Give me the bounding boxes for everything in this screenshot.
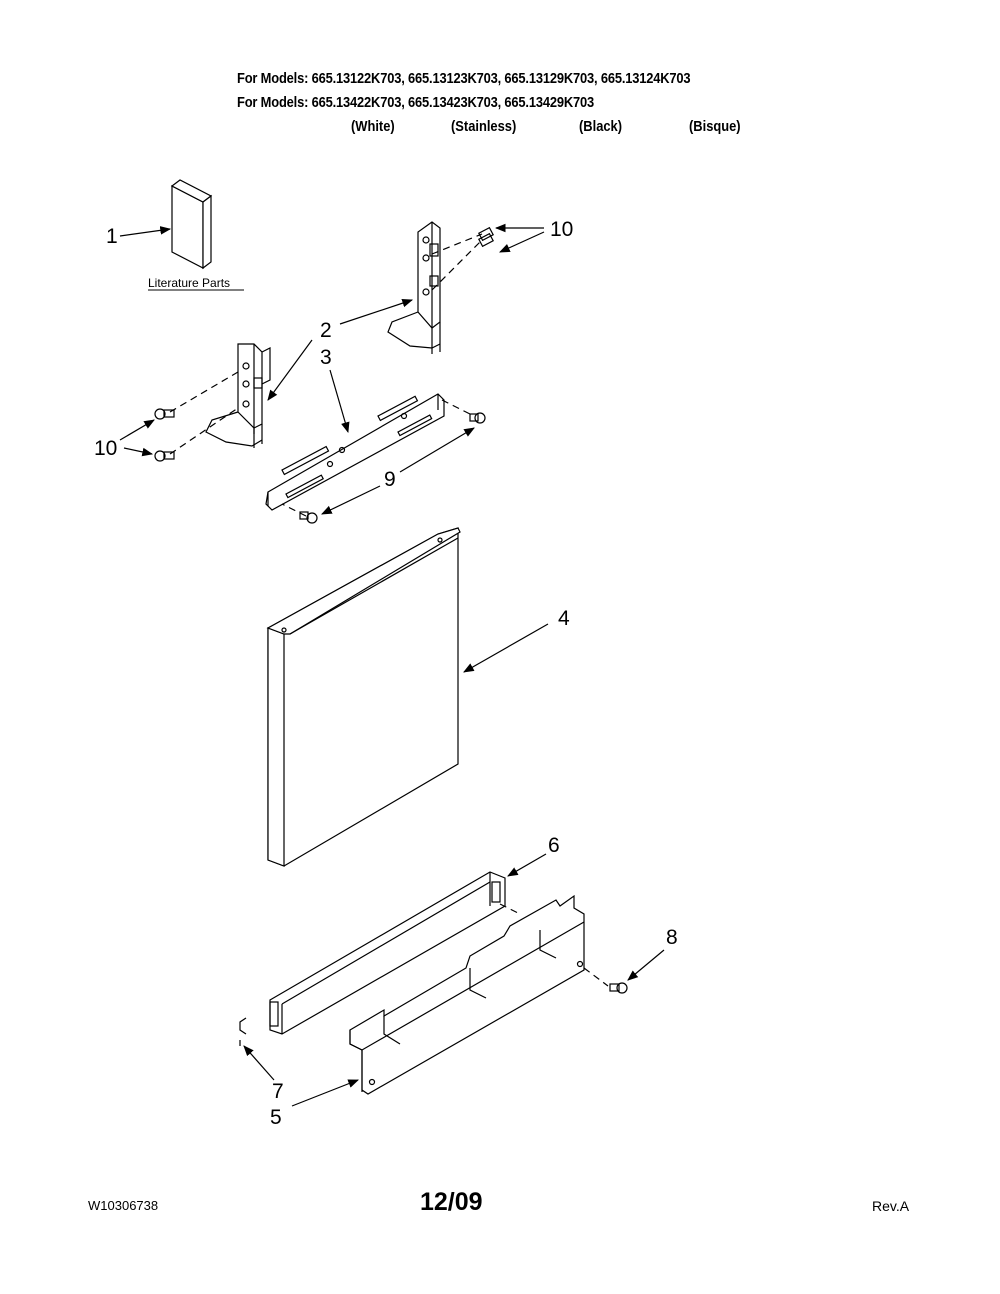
models-line-1: For Models: 665.13122K703, 665.13123K703… [237, 70, 691, 87]
leader-2-right [339, 298, 414, 325]
leader-6 [507, 853, 547, 877]
leader-1 [119, 226, 172, 237]
revision-label: Rev.A [872, 1198, 910, 1214]
screw-left-1 [154, 408, 175, 420]
color-stainless: (Stainless) [451, 118, 517, 135]
screw-plate-left [299, 511, 318, 524]
callout-9: 9 [384, 468, 396, 491]
callout-2: 2 [320, 319, 332, 342]
color-bisque: (Bisque) [689, 118, 741, 135]
leader-4 [463, 623, 549, 673]
screw-left-2 [154, 450, 175, 462]
screw-bracket [609, 982, 628, 994]
toe-kick-bracket [349, 894, 585, 1095]
assembly-guide-lines [169, 233, 609, 987]
clip [239, 1017, 247, 1046]
leader-9-right [399, 427, 475, 473]
revision-date: 12/09 [420, 1188, 483, 1216]
callout-4: 4 [558, 607, 570, 630]
leader-9-left [321, 485, 381, 515]
callout-5: 5 [270, 1106, 282, 1129]
door-panel [266, 527, 461, 867]
leader-5 [291, 1079, 360, 1107]
callout-1: 1 [106, 225, 118, 248]
literature-parts-booklet [170, 179, 213, 270]
hinge-bracket-left [205, 343, 271, 448]
part-number: W10306738 [88, 1198, 159, 1213]
leader-7 [243, 1045, 275, 1081]
literature-parts-label: Literature Parts [148, 276, 230, 290]
models-line-2: For Models: 665.13422K703, 665.13423K703… [237, 94, 595, 111]
leader-10-left-1 [119, 419, 155, 441]
callout-7: 7 [272, 1080, 284, 1103]
hinge-support-plate [265, 393, 445, 511]
hinge-bracket-right [387, 221, 441, 354]
callout-3: 3 [320, 346, 332, 369]
callout-6: 6 [548, 834, 560, 857]
leader-10-top-2 [499, 231, 545, 253]
callout-10-left: 10 [94, 437, 117, 460]
screw-top-right-2 [478, 232, 494, 248]
leader-3 [329, 369, 350, 434]
callout-10-top: 10 [550, 218, 573, 241]
leader-2-left [267, 339, 313, 401]
color-black: (Black) [579, 118, 623, 135]
screw-top-right-1 [478, 226, 494, 242]
leader-10-left-2 [123, 447, 154, 457]
leader-8 [627, 949, 665, 981]
screw-plate-right [469, 412, 486, 424]
color-white: (White) [351, 118, 395, 135]
callout-8: 8 [666, 926, 678, 949]
